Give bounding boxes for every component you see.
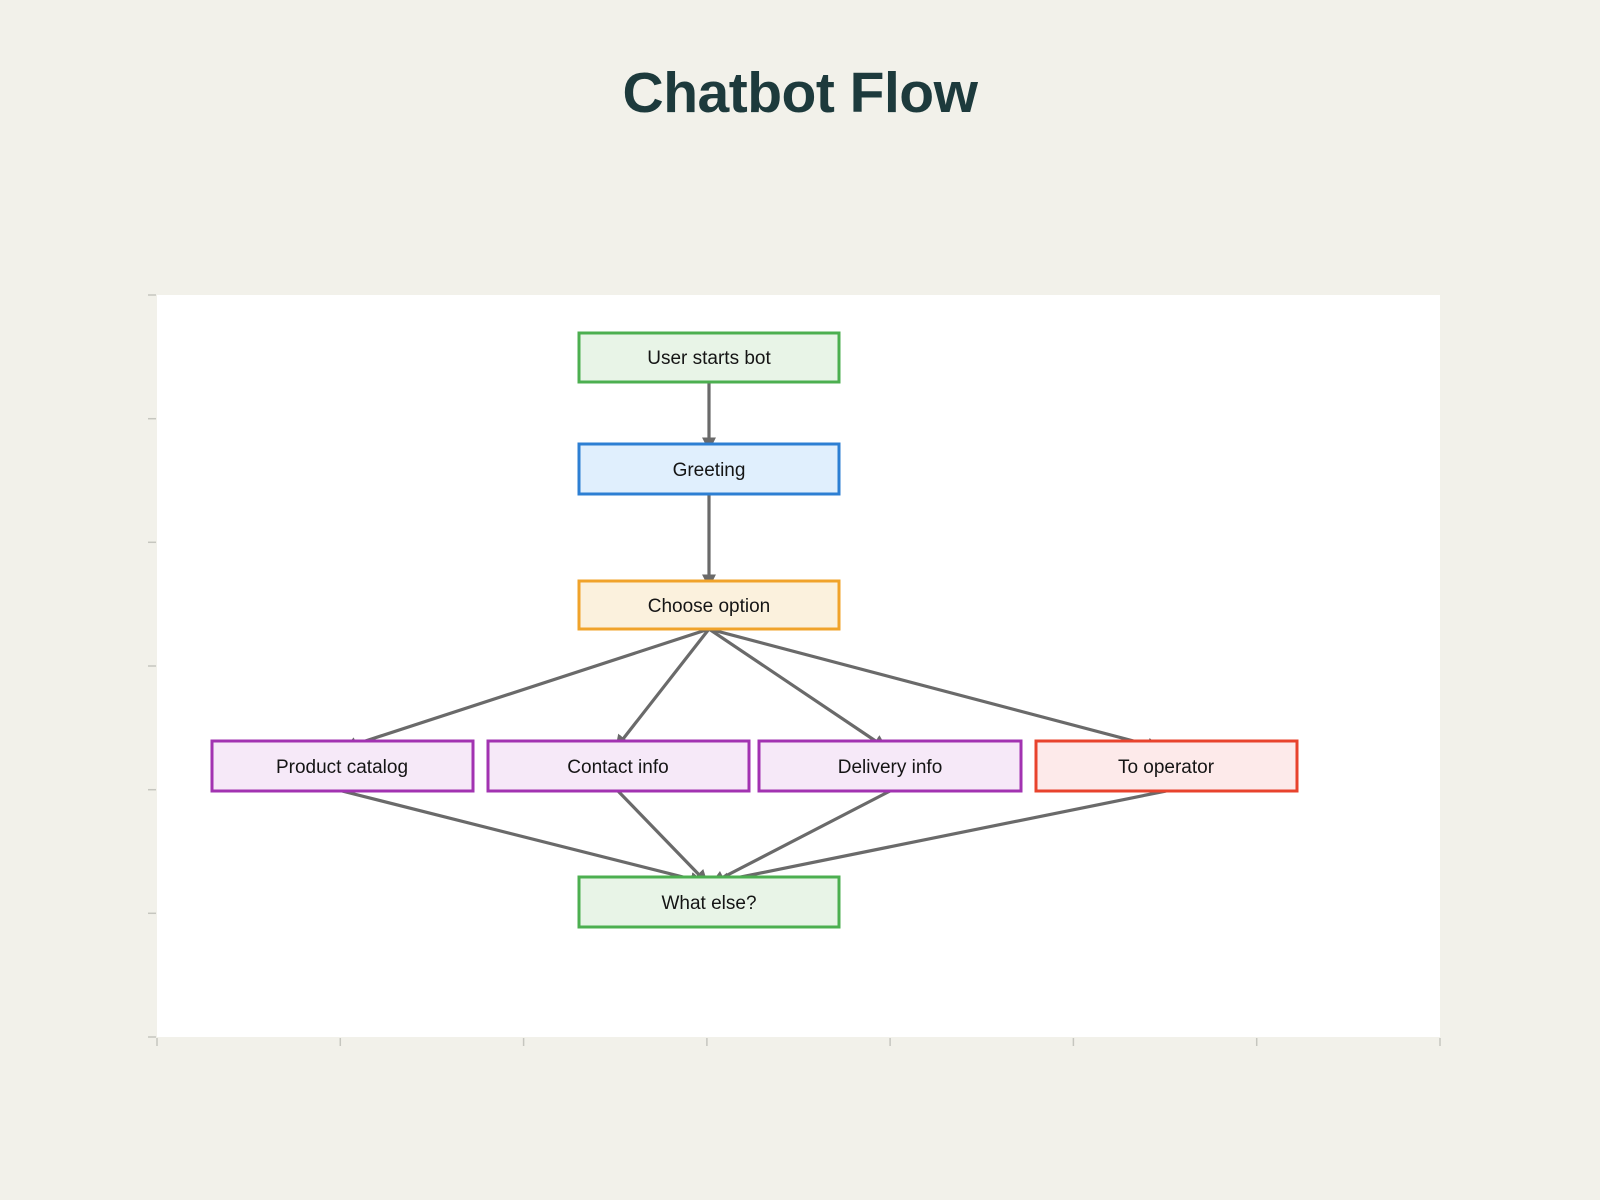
node-box [1034, 739, 1299, 793]
edge-choose-delivery [708, 627, 888, 750]
edge-choose-operator [708, 627, 1162, 752]
node-box [486, 739, 751, 793]
node-label: Product catalog [276, 757, 408, 778]
node-box [577, 579, 841, 631]
page-title: Chatbot Flow [622, 61, 978, 125]
edge-operator-whatelse [714, 789, 1167, 887]
node-label: What else? [661, 893, 756, 914]
node-box [577, 442, 841, 496]
node-box [577, 875, 841, 929]
node-label: Delivery info [838, 757, 943, 778]
nodes: User starts bot Greeting Choose option P… [210, 331, 1299, 929]
x-axis-ticks [156, 1038, 1441, 1046]
edge-contact-whatelse [616, 789, 709, 885]
node-label: Contact info [567, 757, 668, 778]
node-box [577, 331, 841, 384]
edge-catalog-whatelse [341, 789, 705, 886]
node-contact-info: Contact info [486, 739, 751, 793]
node-to-operator: To operator [1034, 739, 1299, 793]
node-greeting: Greeting [577, 442, 841, 496]
node-product-catalog: Product catalog [210, 739, 475, 793]
node-choose-option: Choose option [577, 579, 841, 631]
node-box [757, 739, 1023, 793]
y-axis-ticks [148, 294, 156, 1038]
node-box [210, 739, 475, 793]
edge-delivery-whatelse [710, 789, 891, 885]
node-label: To operator [1118, 757, 1215, 778]
edges [341, 382, 1167, 887]
node-delivery-info: Delivery info [757, 739, 1023, 793]
node-label: Choose option [648, 596, 771, 617]
edge-choose-contact [614, 628, 711, 750]
edge-choose-catalog [342, 627, 710, 751]
node-user-starts-bot: User starts bot [577, 331, 841, 384]
node-label: Greeting [673, 460, 746, 481]
node-label: User starts bot [647, 348, 771, 369]
node-what-else: What else? [577, 875, 841, 929]
